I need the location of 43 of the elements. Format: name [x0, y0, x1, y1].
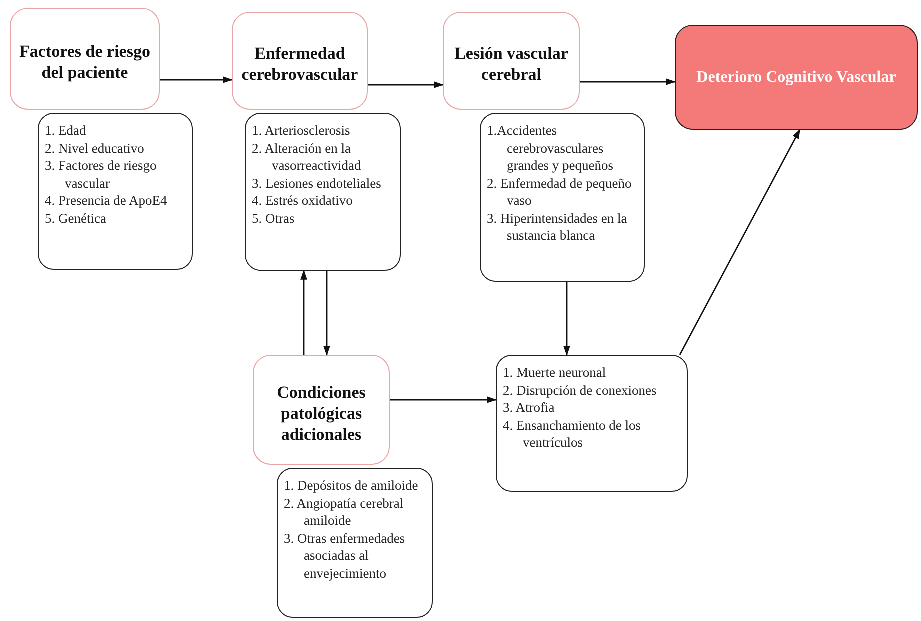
category-box — [443, 12, 580, 110]
box-heading: Condiciones patológicas adicionales — [276, 382, 367, 444]
list-item: 3. Factores de riesgo vascular — [45, 157, 158, 192]
category-box — [232, 12, 368, 110]
list-item: 1. Edad — [45, 122, 88, 140]
list-item: 3. Otras enfermedades asociadas al envejecimiento — [284, 530, 406, 582]
box-heading: Enfermedad cerebrovascular — [240, 43, 360, 85]
list-item: 5. Genética — [45, 210, 108, 227]
list-item: 4. Ensanchamiento de los ventrículos — [503, 416, 642, 452]
list-item: 1. Muerte neuronal — [503, 364, 608, 382]
outcome-box — [675, 25, 918, 130]
list-item: 1. Depósitos de amiloide — [284, 477, 420, 494]
list-item: 3. Hiperintensidades en la sustancia blanca — [487, 210, 628, 244]
box-heading: Lesión vascular cerebral — [454, 43, 570, 85]
arrow — [580, 78, 676, 86]
list-item: 5. Otras — [252, 210, 296, 227]
list-item: 1.Accidentes cerebrovasculares grandes y pequeños — [487, 122, 614, 174]
list-item: 2. Angiopatía cerebral amiloide — [284, 494, 405, 530]
box-heading: Factores de riesgo del paciente — [18, 41, 152, 83]
list-item: 1. Arteriosclerosis — [252, 122, 352, 140]
arrow — [564, 282, 570, 356]
arrow — [324, 271, 330, 356]
list-item: 3. Atrofia — [503, 399, 556, 416]
arrow — [390, 396, 497, 404]
list-item: 4. Estrés oxidativo — [252, 192, 354, 210]
list-item: 2. Alteración en la vasorreactividad — [252, 140, 362, 174]
list-box — [38, 113, 193, 270]
arrow — [300, 270, 308, 355]
list-item: 2. Enfermedad de pequeño vaso — [487, 174, 633, 210]
category-box — [10, 8, 160, 110]
list-box — [277, 468, 433, 618]
list-item: 3. Lesiones endoteliales — [252, 174, 382, 192]
list-item: 4. Presencia de ApoE4 — [45, 192, 168, 210]
arrow — [679, 129, 801, 356]
box-heading: Deterioro Cognitivo Vascular — [696, 68, 896, 86]
list-box — [496, 355, 688, 492]
list-box — [245, 113, 401, 271]
category-box — [253, 355, 390, 465]
list-item: 2. Nivel educativo — [45, 140, 146, 157]
arrow — [368, 82, 444, 88]
arrow — [160, 76, 233, 84]
list-box — [480, 113, 645, 282]
list-item: 2. Disrupción de conexiones — [503, 382, 658, 399]
